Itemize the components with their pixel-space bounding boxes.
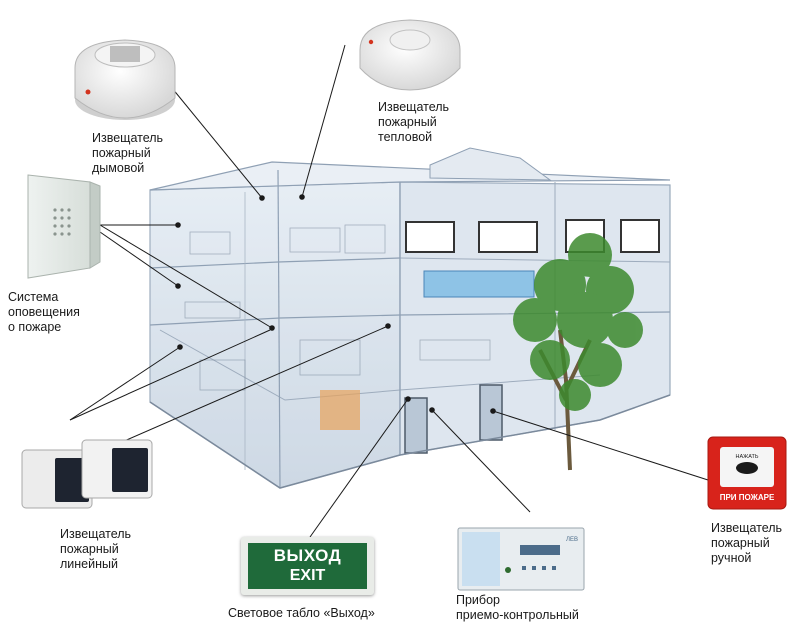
leader-dots [175, 194, 496, 414]
leader-lines [69, 44, 709, 538]
label-line: Извещатель [92, 131, 164, 145]
label-manual-call-point: Извещатель пожарный ручной [711, 521, 782, 566]
building-roof-gable [429, 147, 552, 181]
label-line: о пожаре [8, 320, 62, 334]
manual-call-point-top-text: НАЖАТЬ [736, 454, 759, 460]
label-smoke-detector: Извещатель пожарный дымовой [92, 131, 163, 176]
label-exit-sign: Световое табло «Выход» [228, 606, 375, 621]
label-control-panel: Прибор приемо-контрольный [456, 593, 579, 623]
manual-call-point-bottom-text: ПРИ ПОЖАРЕ [720, 493, 775, 502]
tree-illustration [513, 233, 643, 471]
exit-sign-icon: ВЫХОД EXIT [241, 537, 374, 595]
label-heat-detector: Извещатель пожарный тепловой [378, 100, 449, 145]
control-panel-brand: ЛЕВ [566, 537, 578, 543]
label-line: пожарный [378, 115, 437, 129]
label-line: линейный [60, 557, 118, 571]
label-line: пожарный [711, 536, 770, 550]
heat-detector-icon [359, 19, 461, 91]
smoke-detector-icon [74, 39, 176, 120]
building-roof [149, 161, 671, 191]
speaker-icon [27, 174, 101, 279]
exit-sign-line2: EXIT [289, 567, 326, 584]
label-line: оповещения [8, 305, 80, 319]
control-panel-icon: ЛЕВ [457, 527, 585, 591]
label-line: Извещатель [711, 521, 783, 535]
label-line: Извещатель [60, 527, 132, 541]
label-line: приемо-контрольный [456, 608, 579, 622]
label-line: дымовой [92, 161, 145, 175]
label-line: Прибор [456, 593, 500, 607]
label-line: тепловой [378, 130, 433, 144]
manual-call-point-icon: НАЖАТЬ ПРИ ПОЖАРЕ [707, 436, 787, 510]
label-line: пожарный [92, 146, 151, 160]
label-line: пожарный [60, 542, 119, 556]
label-linear-detector: Извещатель пожарный линейный [60, 527, 131, 572]
label-line: ручной [711, 551, 752, 565]
label-line: Световое табло «Выход» [228, 606, 375, 620]
label-alert-system: Система оповещения о пожаре [8, 290, 80, 335]
label-line: Извещатель [378, 100, 450, 114]
building-sign-banner [423, 270, 535, 298]
exit-sign-face: ВЫХОД EXIT [248, 543, 367, 589]
exit-sign-line1: ВЫХОД [273, 546, 342, 565]
building-left-facade [149, 181, 401, 489]
building-windows [405, 219, 660, 253]
label-line: Система [8, 290, 59, 304]
beam-detector-icon [21, 439, 153, 509]
